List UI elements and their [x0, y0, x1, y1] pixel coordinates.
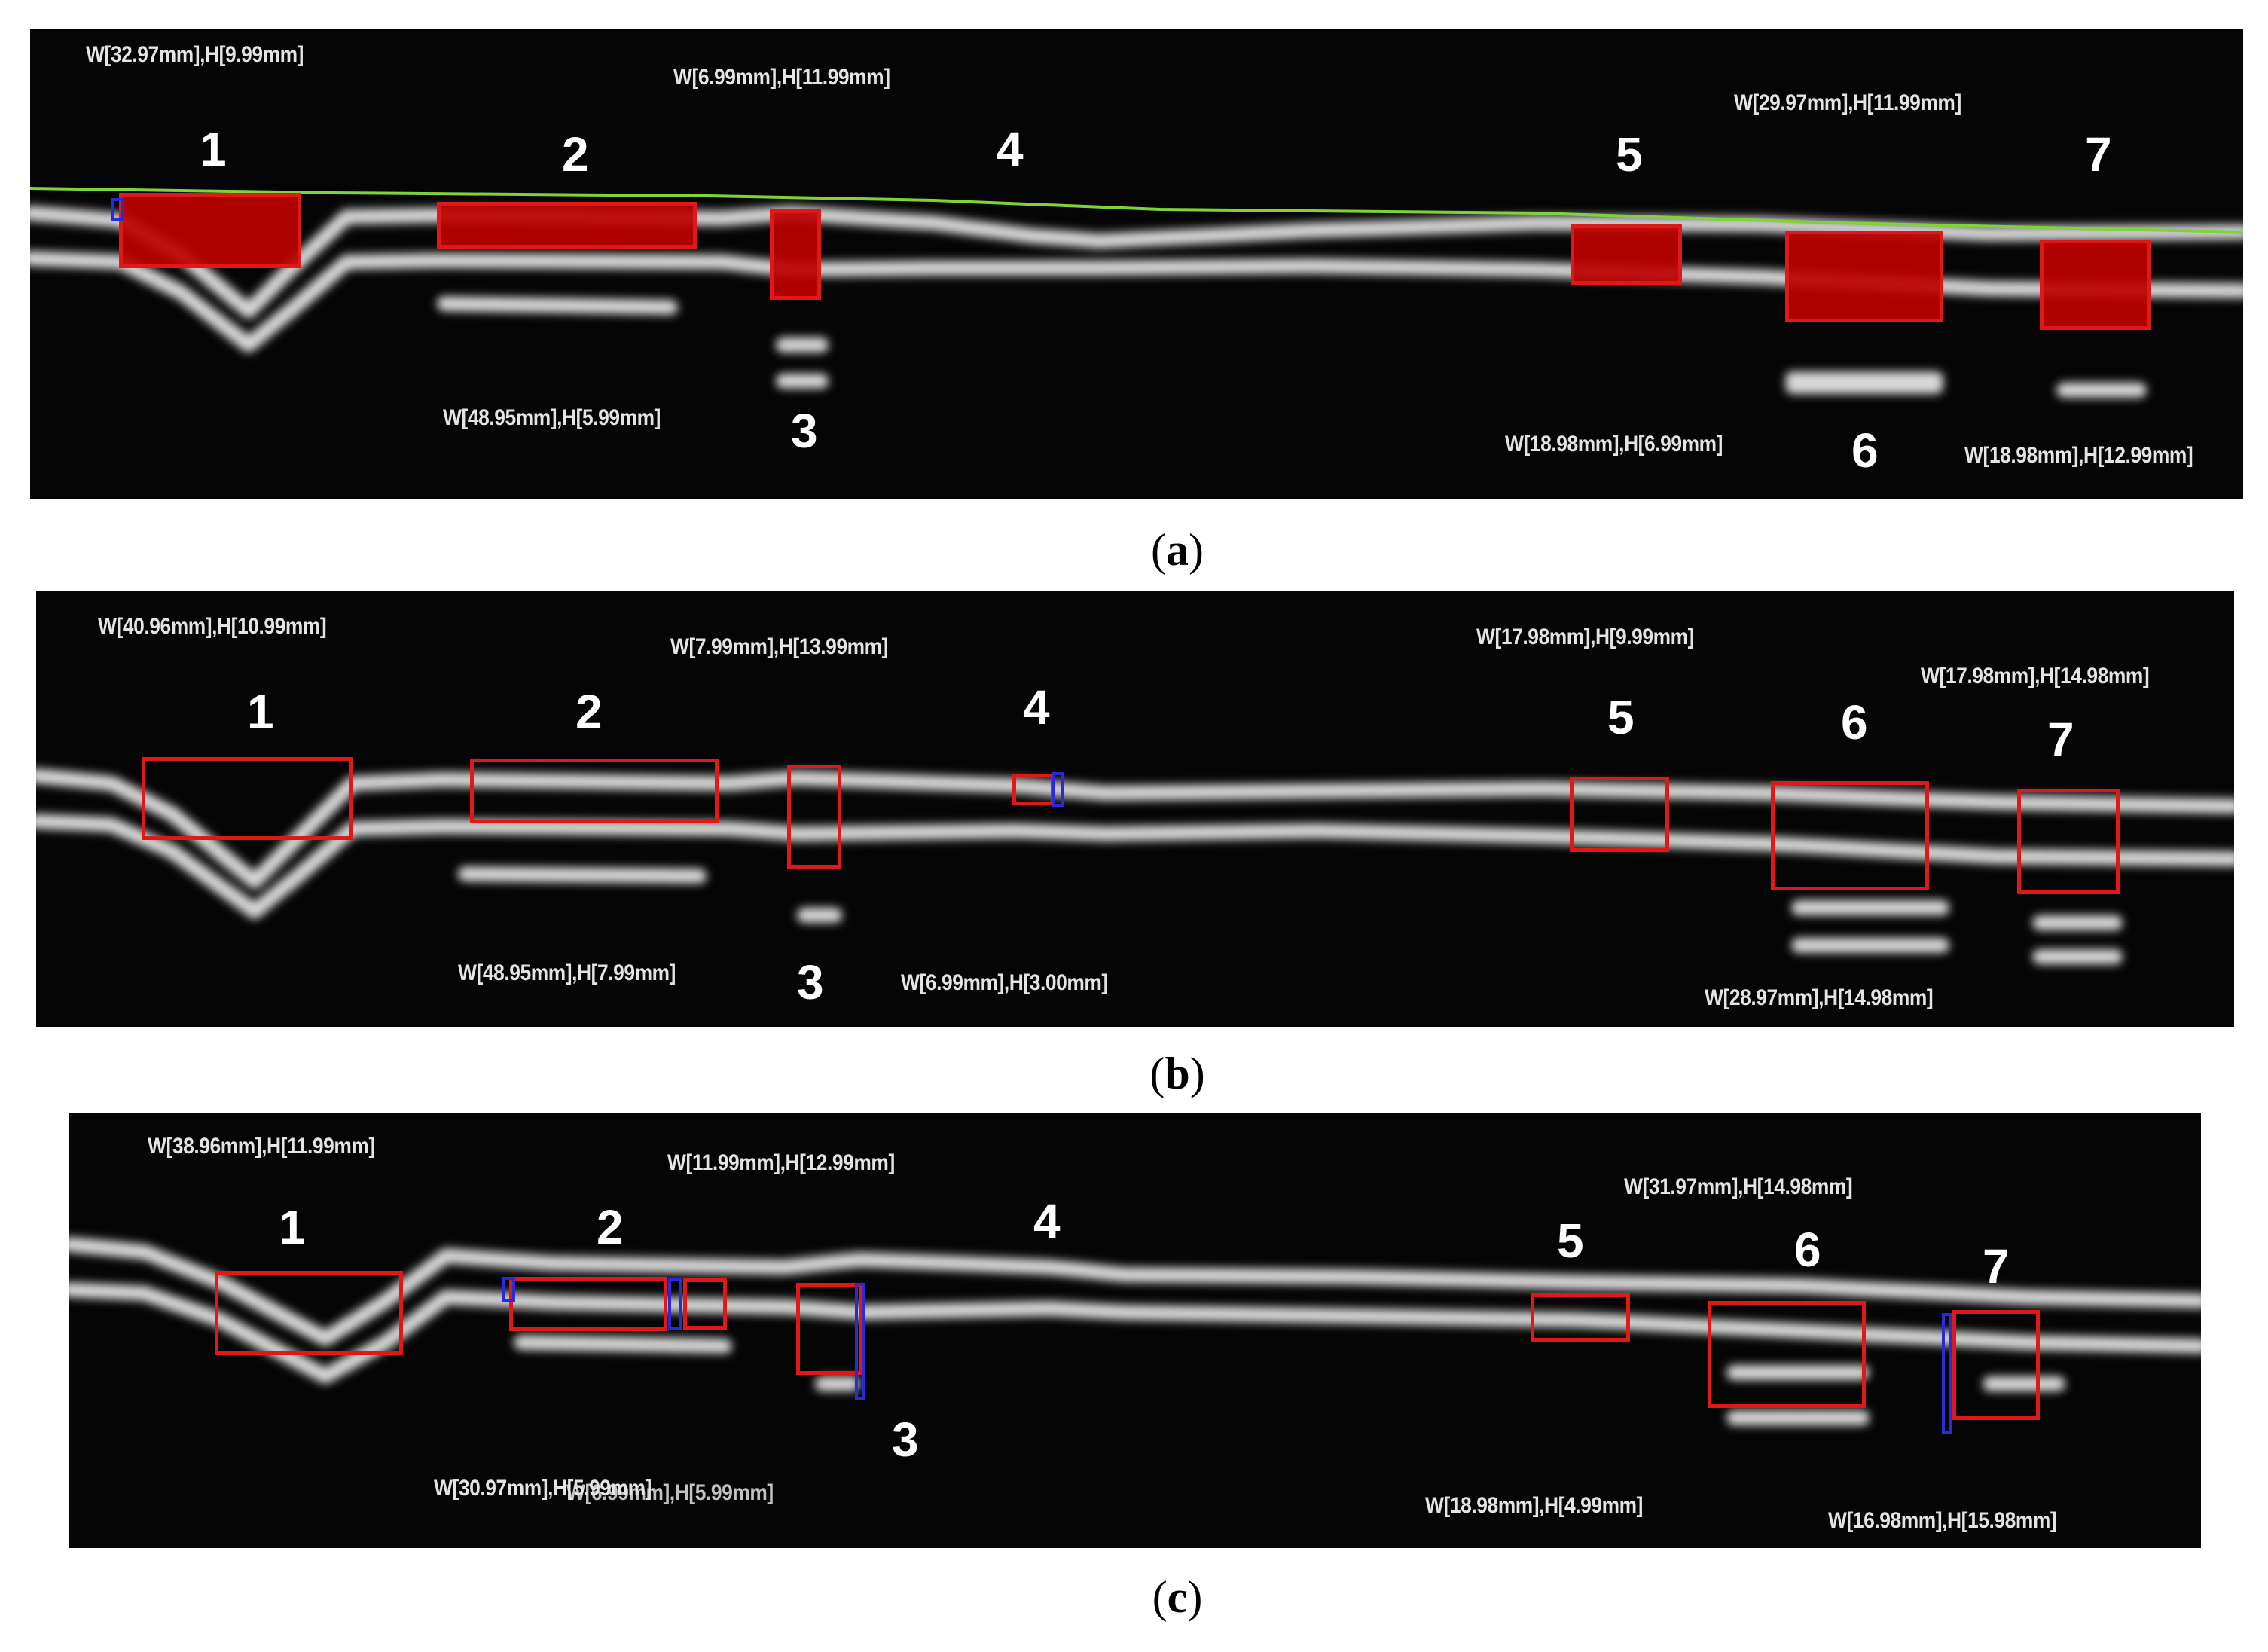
- defect-number-b6: 6: [1841, 695, 1868, 750]
- defect-number-c5: 5: [1557, 1214, 1584, 1268]
- measurement-label-c1: W[38.96mm],H[11.99mm]: [148, 1134, 375, 1159]
- defect-box-c7: [1952, 1310, 2040, 1420]
- blue-marker-c3: [855, 1283, 865, 1400]
- defect-number-a4: 4: [997, 122, 1024, 176]
- caption-a: (a): [1151, 525, 1204, 575]
- defect-number-a1: 1: [200, 122, 227, 176]
- scan-panel-a: 1 2 3 4 5 6 7 W[32.97mm],H[9.99mm] W[6.9…: [30, 29, 2243, 499]
- defect-number-b4: 4: [1023, 680, 1050, 734]
- measurement-label-b7: W[28.97mm],H[14.98mm]: [1705, 985, 1934, 1010]
- scan-panel-c: 1 2 3 4 5 6 7 W[38.96mm],H[11.99mm] W[11…: [69, 1113, 2201, 1548]
- measurement-label-a5: W[18.98mm],H[6.99mm]: [1505, 432, 1723, 457]
- defect-number-a7: 7: [2085, 127, 2112, 182]
- defect-number-a2: 2: [562, 127, 589, 182]
- measurement-label-a2: W[6.99mm],H[11.99mm]: [673, 65, 890, 90]
- measurement-label-b6: W[6.99mm],H[3.00mm]: [901, 970, 1108, 995]
- defect-number-c4: 4: [1033, 1194, 1061, 1248]
- measurement-label-b4: W[17.98mm],H[14.98mm]: [1921, 664, 2150, 689]
- defect-number-a6: 6: [1851, 423, 1879, 478]
- caption-c: (c): [1152, 1572, 1203, 1622]
- defect-box-a3: [770, 209, 821, 300]
- scan-panel-b: 1 2 3 4 5 6 7 W[40.96mm],H[10.99mm] W[7.…: [36, 591, 2234, 1027]
- surface-edge-line: [30, 187, 2243, 234]
- defect-box-b6: [1771, 781, 1929, 890]
- defect-box-a1: [119, 193, 301, 268]
- defect-box-c3: [796, 1283, 862, 1375]
- defect-box-b2: [470, 759, 719, 823]
- defect-box-c1: [215, 1271, 403, 1355]
- measurement-label-a3: W[29.97mm],H[11.99mm]: [1734, 90, 1961, 115]
- defect-number-b1: 1: [247, 685, 274, 739]
- defect-box-b1: [142, 757, 353, 840]
- measurement-label-b2: W[7.99mm],H[13.99mm]: [670, 634, 889, 659]
- caption-b: (b): [1149, 1049, 1205, 1098]
- blue-marker-c2b: [668, 1278, 682, 1330]
- defect-box-a6: [1785, 231, 1943, 322]
- defect-number-c6: 6: [1794, 1223, 1821, 1277]
- measurement-label-b3: W[17.98mm],H[9.99mm]: [1476, 624, 1695, 649]
- measurement-label-c4: W[30.97mm],H[5.99mm]: [434, 1476, 652, 1501]
- defect-box-a2: [437, 202, 697, 249]
- defect-number-b2: 2: [575, 685, 603, 739]
- blue-marker-b4: [1052, 772, 1064, 807]
- measurement-label-b5: W[48.95mm],H[7.99mm]: [458, 960, 676, 985]
- defect-number-b3: 3: [797, 955, 824, 1009]
- defect-box-b5: [1570, 777, 1669, 852]
- defect-box-a5: [1571, 224, 1682, 285]
- defect-box-c6: [1708, 1301, 1866, 1408]
- measurement-label-c7: W[16.98mm],H[15.98mm]: [1828, 1508, 2057, 1533]
- defect-box-c2b: [683, 1278, 727, 1330]
- weld-scan-image-b: [36, 768, 2234, 964]
- defect-number-b7: 7: [2047, 713, 2074, 767]
- defect-number-a5: 5: [1616, 127, 1643, 182]
- defect-box-c2a: [509, 1277, 667, 1331]
- defect-number-c1: 1: [279, 1200, 306, 1254]
- measurement-label-c5: W[6.99mm],H[5.99mm]: [566, 1480, 774, 1505]
- defect-box-b3: [787, 765, 841, 869]
- defect-number-c2: 2: [597, 1200, 624, 1254]
- defect-box-b4: [1012, 774, 1055, 805]
- defect-box-b7: [2017, 789, 2120, 894]
- measurement-label-b1: W[40.96mm],H[10.99mm]: [98, 614, 327, 639]
- defect-box-a7: [2040, 240, 2151, 330]
- defect-number-b5: 5: [1607, 690, 1635, 744]
- measurement-label-a6: W[18.98mm],H[12.99mm]: [1964, 443, 2193, 468]
- measurement-label-c3: W[31.97mm],H[14.98mm]: [1624, 1174, 1853, 1199]
- blue-marker-a1: [111, 198, 124, 221]
- measurement-label-a1: W[32.97mm],H[9.99mm]: [86, 42, 304, 67]
- defect-number-c3: 3: [892, 1412, 919, 1467]
- blue-marker-c7: [1942, 1313, 1952, 1434]
- blue-marker-c2a: [502, 1277, 515, 1302]
- defect-box-c5: [1531, 1293, 1630, 1342]
- measurement-label-a4: W[48.95mm],H[5.99mm]: [443, 405, 661, 430]
- measurement-label-c2: W[11.99mm],H[12.99mm]: [667, 1150, 895, 1175]
- weld-scan-image-c: [69, 1237, 2201, 1425]
- defect-number-c7: 7: [1983, 1239, 2010, 1293]
- defect-number-a3: 3: [791, 404, 818, 458]
- measurement-label-c6: W[18.98mm],H[4.99mm]: [1425, 1493, 1644, 1518]
